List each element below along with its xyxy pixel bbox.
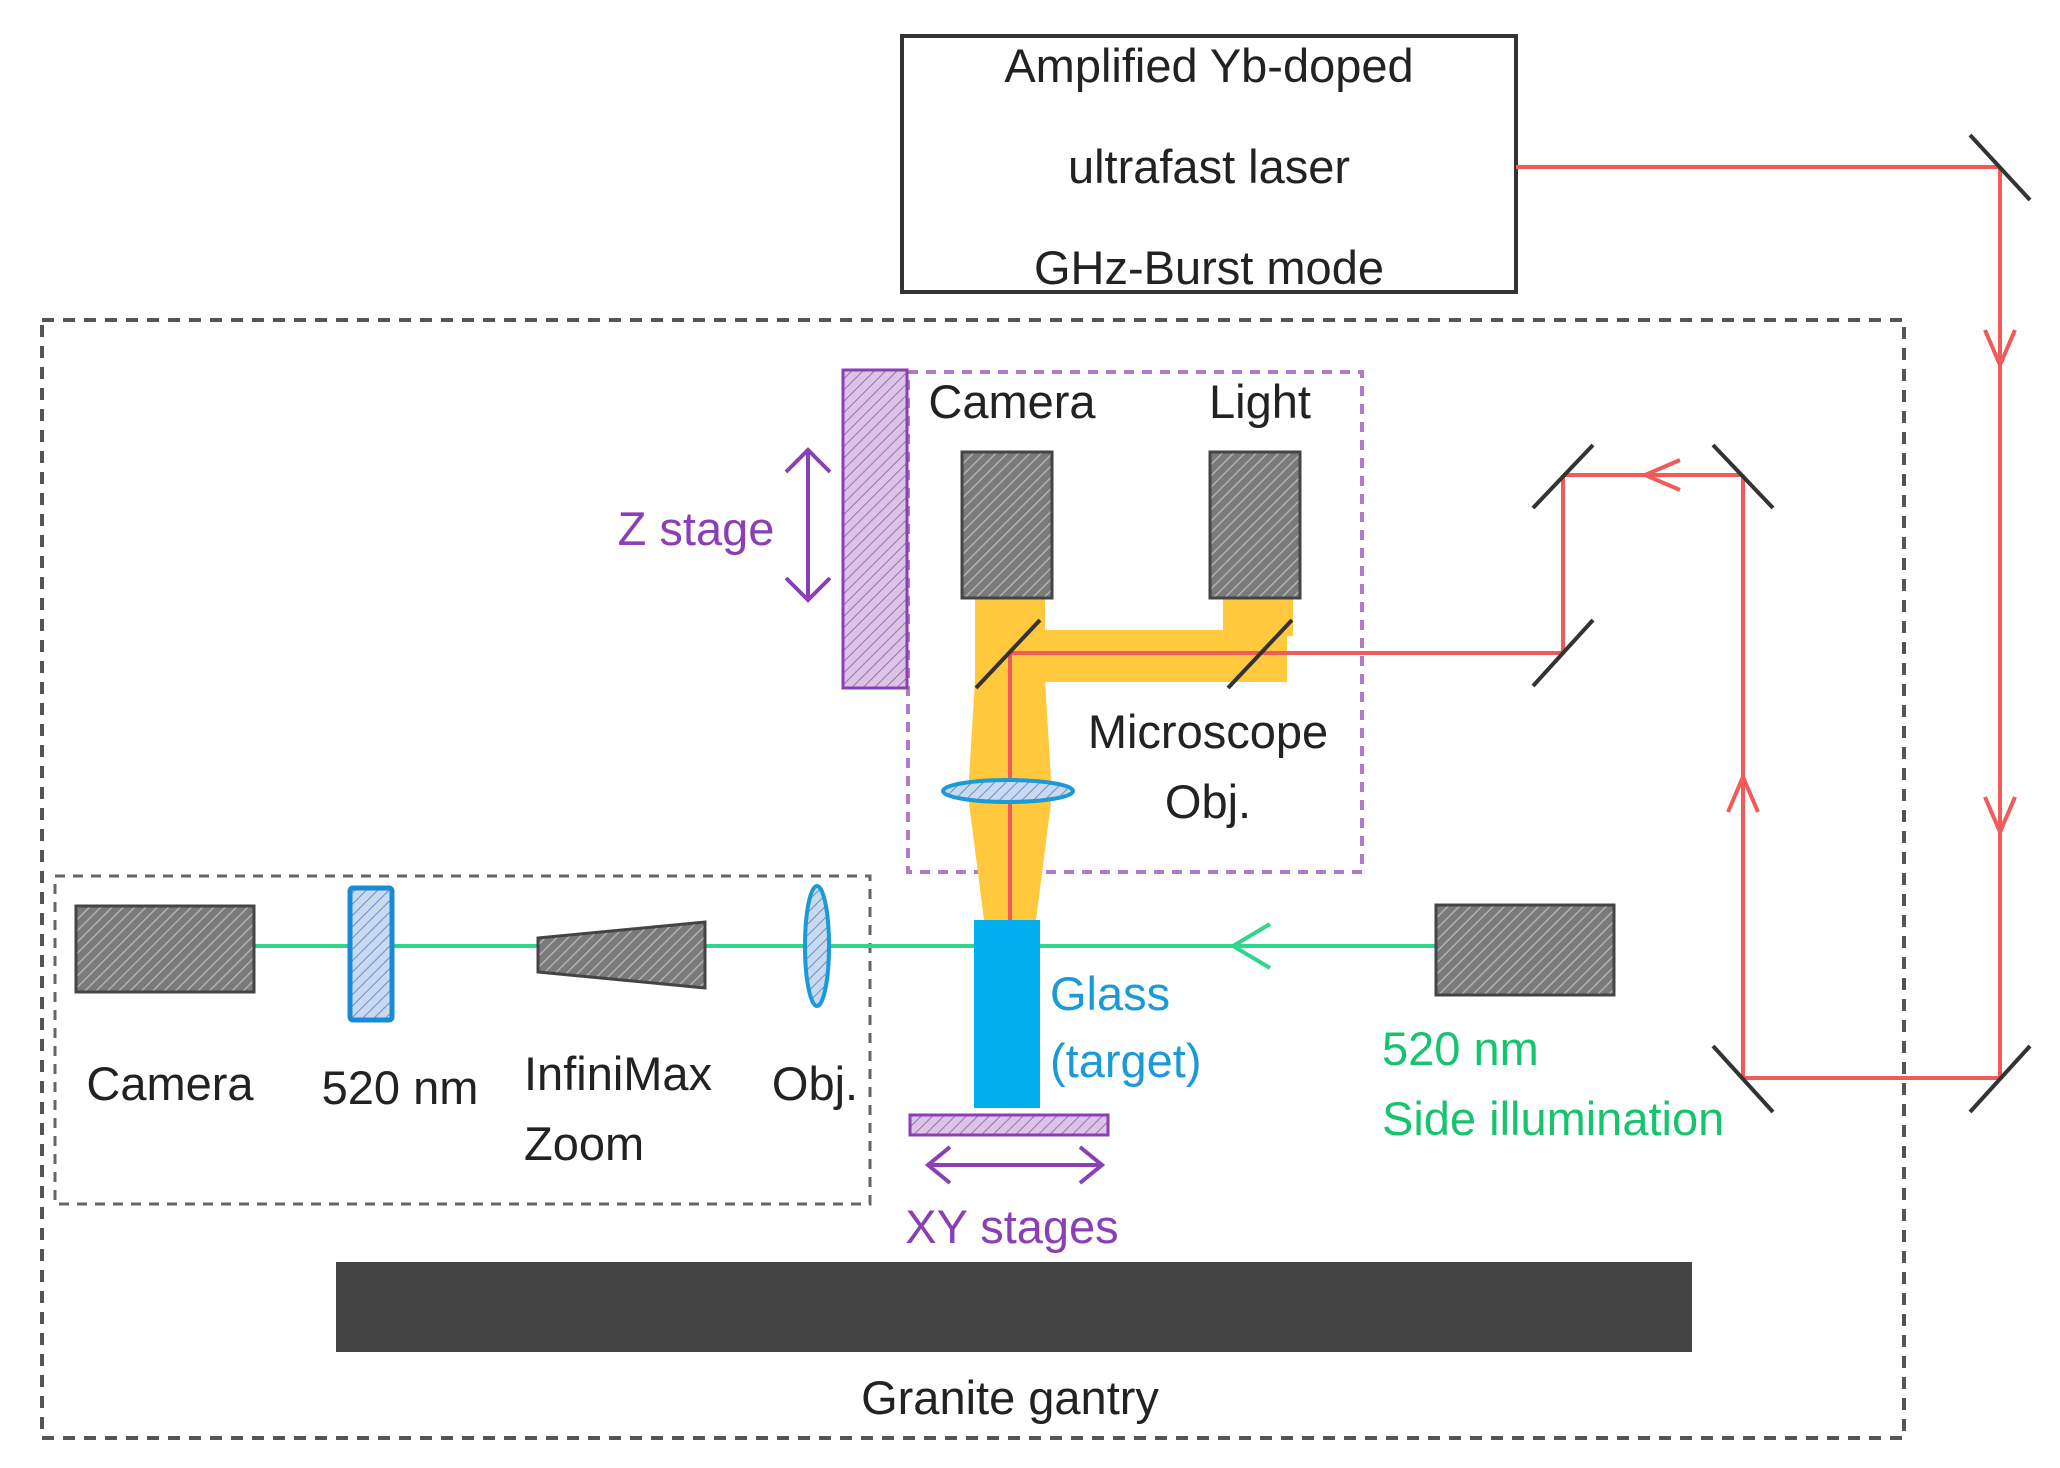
- imaging-beam-path: [968, 596, 1293, 920]
- microscope-objective-label-line2: Obj.: [1165, 775, 1251, 828]
- illumination-label-line1: 520 nm: [1382, 1022, 1539, 1075]
- glass-label-line1: Glass: [1050, 967, 1170, 1020]
- illumination-arrow: [1229, 922, 1272, 970]
- xy-stage-label: XY stages: [905, 1200, 1118, 1253]
- laser-source-line3: GHz-Burst mode: [1034, 241, 1384, 294]
- microscope-objective-label-line1: Microscope: [1088, 705, 1328, 758]
- granite-gantry: [336, 1262, 1692, 1352]
- z-stage-label: Z stage: [618, 502, 775, 555]
- microscope-camera: [960, 450, 1054, 600]
- microscope-camera-label: Camera: [928, 375, 1096, 428]
- side-objective-lens: [803, 884, 831, 1008]
- dichroic-mirrors: [974, 618, 1294, 690]
- side-camera-label: Camera: [86, 1057, 254, 1110]
- zoom-label-line1: InfiniMax: [524, 1047, 712, 1100]
- z-stage-plate: [841, 368, 909, 690]
- side-illumination-source: [1434, 903, 1616, 997]
- filter-520nm-label: 520 nm: [322, 1061, 479, 1114]
- filter-520nm: [347, 885, 395, 1023]
- granite-gantry-label: Granite gantry: [861, 1371, 1159, 1424]
- laser-source-box: [900, 34, 1518, 294]
- enclosure-border: [40, 318, 1906, 1440]
- side-objective-label: Obj.: [772, 1057, 858, 1110]
- microscope-objective-lens: [941, 778, 1075, 804]
- laser-source-line1: Amplified Yb-doped: [1004, 39, 1413, 92]
- microscope-light-label: Light: [1209, 375, 1311, 428]
- zoom-label-line2: Zoom: [524, 1117, 644, 1170]
- side-camera: [74, 904, 256, 994]
- side-imaging-border: [53, 874, 872, 1206]
- microscope-light: [1208, 450, 1302, 600]
- z-stage-arrow: [784, 447, 832, 603]
- glass-target: [974, 920, 1040, 1108]
- zoom-lens: [536, 920, 707, 990]
- glass-label-line2: (target): [1050, 1034, 1202, 1087]
- xy-stage-arrow: [924, 1145, 1106, 1185]
- steering-mirrors: [1531, 133, 2032, 1114]
- illumination-label-line2: Side illumination: [1382, 1092, 1724, 1145]
- xy-stage-plate: [908, 1113, 1110, 1137]
- laser-source-line2: ultrafast laser: [1068, 140, 1350, 193]
